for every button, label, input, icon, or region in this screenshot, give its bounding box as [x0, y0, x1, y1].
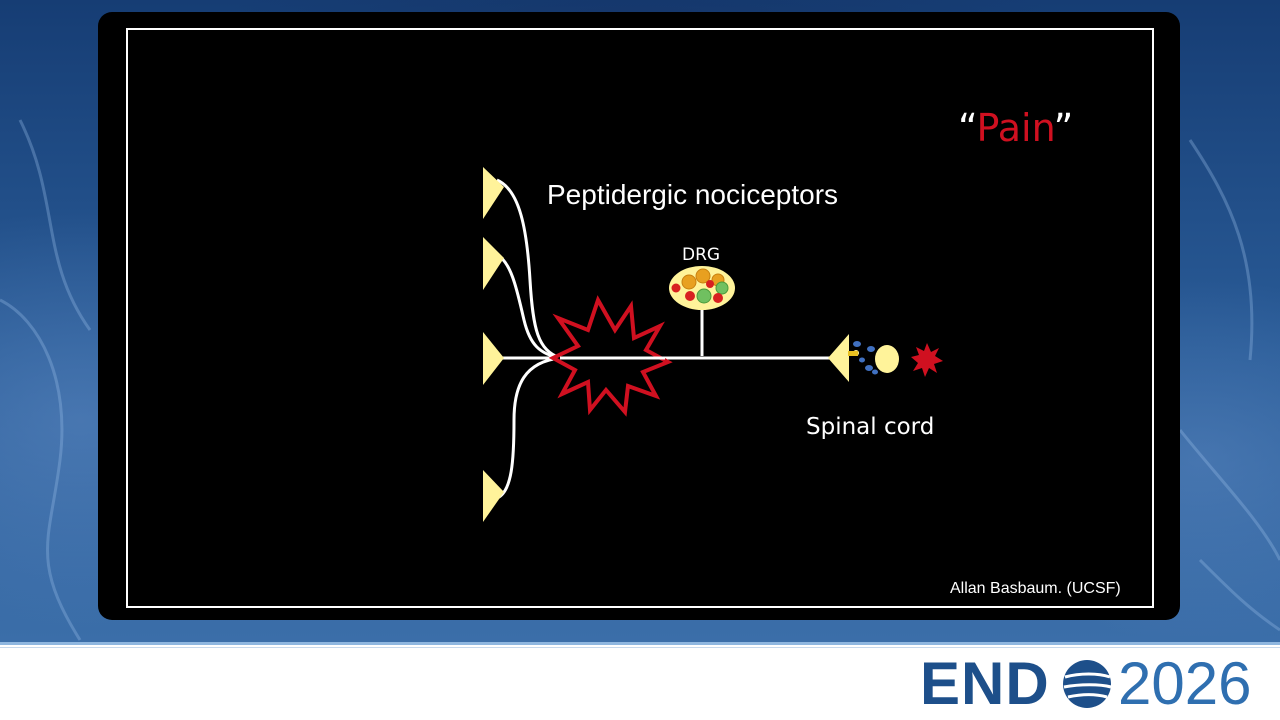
globe-icon [1063, 660, 1112, 708]
drg-label: DRG [682, 245, 721, 265]
footer-rule [0, 642, 1280, 645]
diagram-heading: Peptidergic nociceptors [547, 179, 839, 210]
spinal-synapse [828, 334, 899, 382]
logo-year: 2026 [1118, 650, 1252, 717]
close-quote: ” [1053, 106, 1074, 150]
terminal-2 [483, 237, 504, 290]
axon-branch-4 [496, 356, 561, 500]
spinal-cord-label: Spinal cord [806, 414, 935, 440]
peripheral-terminals [483, 167, 504, 522]
background-nerve-art [0, 119, 1280, 641]
drg-cell-body [669, 266, 735, 310]
axon-branch-2 [496, 253, 561, 360]
injury-starburst [548, 295, 673, 417]
logo-text: END [920, 650, 1050, 717]
pain-signal-burst [911, 343, 943, 377]
terminal-1 [483, 167, 504, 219]
pain-label: “Pain” [958, 106, 1073, 150]
central-terminal [828, 334, 849, 382]
pain-word: Pain [976, 106, 1054, 150]
credit-text: Allan Basbaum. (UCSF) [950, 580, 1121, 597]
terminal-3 [483, 332, 504, 385]
footer-rule-thin [0, 647, 1280, 648]
axon-branches [496, 178, 840, 500]
slide-panel [98, 12, 1180, 620]
open-quote: “ [958, 106, 977, 150]
axon-branch-1 [496, 178, 561, 360]
slide-frame [126, 28, 1154, 608]
terminal-4 [483, 470, 504, 522]
postsynaptic-neuron [875, 345, 899, 373]
